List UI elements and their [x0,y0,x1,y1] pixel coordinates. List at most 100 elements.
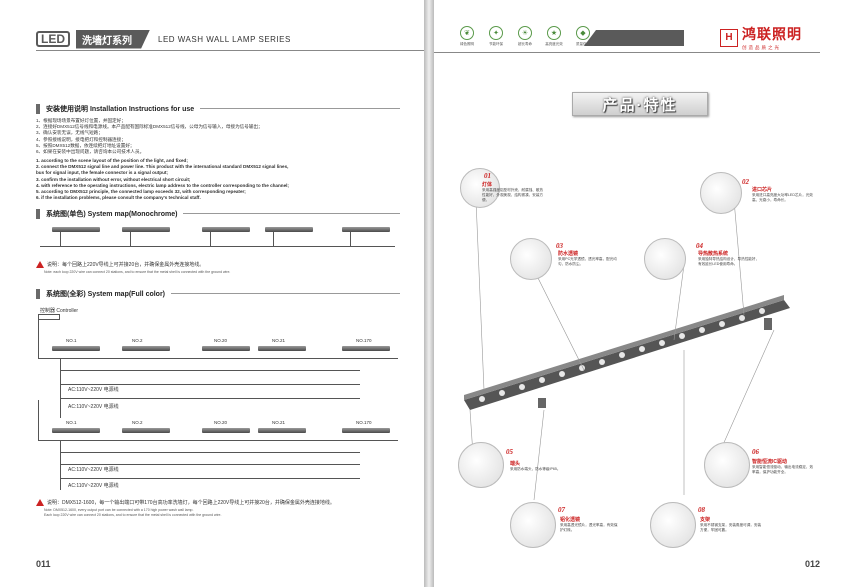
icon-label: 超长寿命 [518,42,532,46]
full-warning-text: 说明：DMX512-1600，每一个输出端口可带170台高功率洗墙灯，每个回路上… [47,500,335,506]
install-en-item: 6. if the installation problems, please … [36,195,201,201]
page-number: 012 [804,559,820,569]
brand-text: 鸿联照明 创造品质之光 [742,24,802,51]
brand-slogan: 创造品质之光 [742,45,781,50]
node-label: NO.170 [356,338,372,343]
power-wire [60,384,360,385]
ac-label: AC:110V~220V 电源线 [68,467,119,473]
node-label: NO.2 [132,338,143,343]
full-warning: 说明：DMX512-1600，每一个输出端口可带170台高功率洗墙灯，每个回路上… [36,499,335,506]
features-title: 产品·特性 [602,96,678,114]
feature-number: 03 [556,242,563,250]
header-rule [434,52,820,53]
install-cn-item: 6、如果在安装中出现问题，请咨询本公司技术人员。 [36,149,145,155]
ac-label: AC:110V~220V 电源线 [68,387,119,393]
feature-desc: 采用不锈钢支架，安装角度可调，安装方便，牢固可靠。 [700,523,762,532]
drop-wire [350,232,351,246]
bulb-icon: ✦ [489,26,503,40]
icon-item: ☀ 超长寿命 [516,26,534,47]
feature-icons: ❦绿色照明 ✦节能环保 ☀超长寿命 ★高亮度光效 ◆质量保证 [458,26,592,47]
feature-number: 08 [698,506,705,514]
feature-desc: 采用高强度铝型材外壳，耐腐蚀、散热性能好，外观美观，结构紧凑，安装方便。 [482,188,544,202]
feature-title: 进口芯片 [752,187,773,193]
lamp-bar [265,227,313,232]
series-header: LED 洗墙灯系列 LED WASH WALL LAMP SERIES [36,29,291,49]
feature-image [700,172,742,214]
node-label: NO.1 [66,420,77,425]
full-title: 系统图(全彩) System map(Full color) [46,290,166,298]
install-en-item: 2. connect the DMX512 signal line and po… [36,164,289,170]
icon-label: 高亮度光效 [545,42,563,46]
power-wire [60,478,360,479]
lamp-illustration [464,199,790,501]
section-rule [171,293,400,294]
lamp-led-row [479,308,765,402]
lamp-bar [122,227,170,232]
feature-desc: 采用独特导热结构设计，导热性能好，有效延长LED使用寿命。 [698,257,760,266]
install-cn-item: 3、确认安装无误，无线气短路； [36,130,103,136]
feature-number: 07 [558,506,565,514]
lamp-bar [258,428,306,433]
lamp-bar [202,428,250,433]
icon-item: ✦ 节能环保 [487,26,505,47]
drop-wire [273,232,274,246]
header-rule [36,50,424,51]
icon-label: 节能环保 [489,42,503,46]
feature-image [460,168,500,208]
icon-label: 绿色照明 [460,42,474,46]
feature-title: 导热散热系统 [698,251,729,257]
drop-wire [210,232,211,246]
feature-image [510,502,556,548]
lamp-bar [258,346,306,351]
features-banner: 产品·特性 [572,92,708,116]
install-cn-item: 1、根据现场场景布置好灯位置，并固定好； [36,118,126,123]
lamp-bar [342,227,390,232]
warning-icon [36,261,44,268]
page-gutter [424,0,434,587]
controller-label: 控制器 Controller [40,308,79,314]
sun-icon: ☀ [518,26,532,40]
series-title-cn: 洗墙灯系列 [76,29,150,49]
feature-desc: 采用防水端头，防水等级IP65。 [510,467,561,471]
power-wire [60,398,360,399]
install-cn-list: 1、根据现场场景布置好灯位置，并固定好； 2、连接好DMX512信号线和电源线。… [36,118,336,155]
signal-wire [60,452,360,453]
mono-warning: 说明：每个回路上220V导线上可并接20台，并确保金属外壳连接地线。 [36,261,204,268]
feature-title: 端头 [510,461,521,467]
lamp-bar [202,227,250,232]
lamp-bar [202,346,250,351]
lamp-bar [342,428,390,433]
warning-icon [36,499,44,506]
feature-image [644,238,686,280]
section-marker [36,103,40,114]
install-section-title: 安装使用说明 Installation Instructions for use [36,103,400,114]
install-title: 安装使用说明 Installation Instructions for use [46,105,195,113]
bracket-left [538,398,546,408]
install-cn-item: 5、按照DMX512数据，依连续把灯地址设置好； [36,142,135,148]
full-section-title: 系统图(全彩) System map(Full color) [36,288,400,299]
star-icon: ★ [547,26,561,40]
install-en-item: 1. according to the scene layout of the … [36,158,188,163]
feature-desc: 采用PC光学透镜，透光率高，配光均匀，防水防尘。 [558,257,617,266]
ac-label: AC:110V~220V 电源线 [68,404,119,410]
bracket-right [764,318,772,330]
series-title-en: LED WASH WALL LAMP SERIES [158,34,291,44]
feature-image [650,502,696,548]
lamp-bar [122,428,170,433]
install-en-item: 5. according to DMX512 principle, the co… [36,189,246,195]
feature-number: 06 [752,448,759,456]
install-en-item: bus for signal input, the female connect… [36,170,168,176]
page-number: 011 [36,559,51,569]
install-en-item: 3. confirm the installation without erro… [36,176,191,182]
node-label: NO.170 [356,420,372,425]
icon-label: 质量保证 [576,42,590,46]
feature-title: 灯体 [482,182,493,188]
section-marker [36,288,40,299]
drop-wire [60,232,61,246]
signal-riser [38,320,39,358]
signal-wire [38,440,398,441]
install-cn-item: 2、连接好DMX512信号线和电源线。本产品配有国际标准DMX512信号线，公母… [36,124,263,130]
shield-icon: ◆ [576,26,590,40]
left-page: LED 洗墙灯系列 LED WASH WALL LAMP SERIES 安装使用… [0,0,424,587]
icon-item: ◆ 质量保证 [574,26,592,47]
